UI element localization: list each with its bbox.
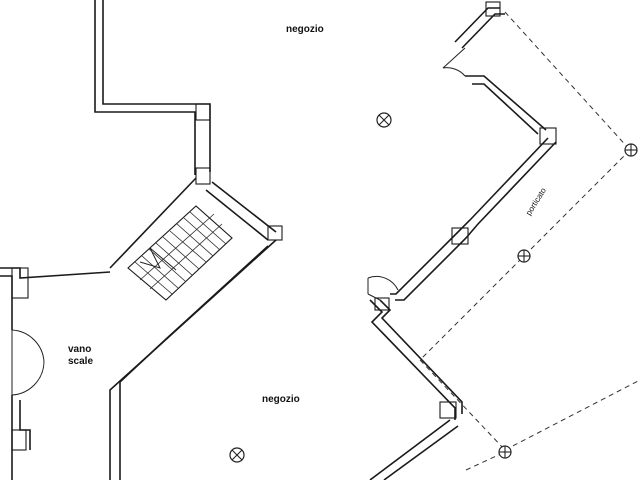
wall-stair-hall — [0, 267, 111, 480]
portico-posts — [498, 143, 638, 459]
room-label-stair-line1: vano — [68, 344, 91, 355]
wall-upper-left — [94, 0, 211, 185]
shop-entrance-door-lower — [367, 275, 399, 301]
shop-entrance-door-upper — [442, 47, 466, 77]
room-label-portico: porticato — [524, 186, 548, 217]
ceiling-light-icon — [229, 447, 245, 463]
room-label-shop-upper: negozio — [286, 24, 324, 35]
stair-hall-double-door — [11, 329, 45, 396]
wall-front-upper — [390, 1, 557, 301]
room-label-stair-line2: scale — [68, 356, 93, 367]
wall-front-lower — [369, 297, 463, 480]
stair-flight — [127, 205, 233, 301]
portico-outline — [419, 11, 640, 471]
wall-stair-block — [109, 177, 283, 480]
room-label-shop-lower: negozio — [262, 394, 300, 405]
ceiling-light-icon — [376, 112, 392, 128]
